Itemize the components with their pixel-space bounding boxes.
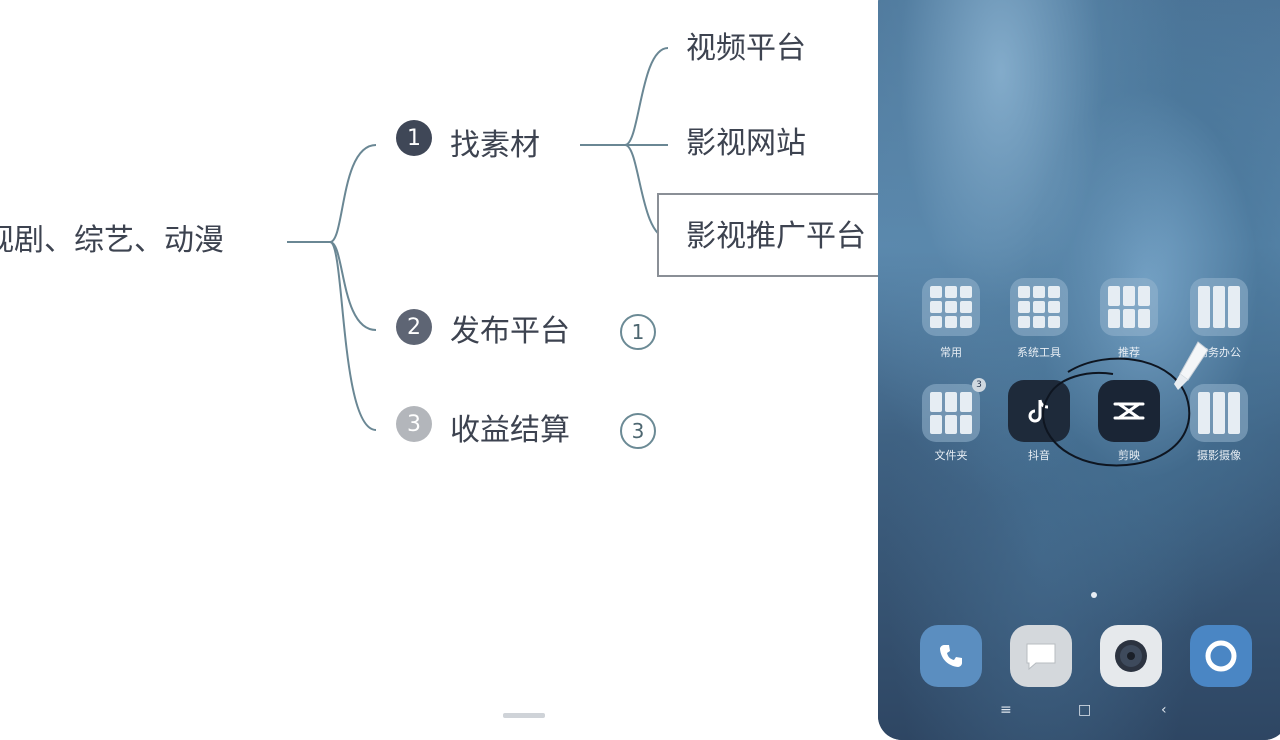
folder-photo-video-label: 摄影摄像 — [1197, 449, 1241, 462]
folder-files[interactable] — [922, 384, 980, 442]
branch-3-count-badge[interactable]: 3 — [620, 413, 656, 449]
tiktok-icon — [1028, 399, 1049, 423]
branch-1-badge: 1 — [396, 120, 432, 156]
branch-2-count: 1 — [631, 320, 645, 344]
folder-common-label: 常用 — [940, 346, 962, 359]
sub-item-promo-platform[interactable]: 影视推广平台 — [686, 219, 866, 254]
sub-item-video-platform[interactable]: 视频平台 — [686, 31, 806, 66]
folder-business-label: 商务办公 — [1197, 346, 1241, 359]
page-indicator-dot — [1091, 592, 1097, 598]
folder-system-tools[interactable] — [1010, 278, 1068, 336]
root-node[interactable]: 视剧、综艺、动漫 — [0, 223, 224, 258]
branch-3-badge: 3 — [396, 406, 432, 442]
brush-cursor-icon — [1174, 341, 1209, 390]
nav-home-button[interactable]: □ — [1078, 702, 1092, 718]
browser-icon — [1205, 640, 1237, 672]
folder-recommend-label: 推荐 — [1118, 346, 1140, 359]
capcut-icon — [1113, 402, 1145, 420]
capcut-app[interactable] — [1098, 380, 1160, 442]
nav-menu-button[interactable]: ≡ — [1000, 702, 1012, 718]
branch-3-number: 3 — [407, 411, 421, 437]
branch-2-count-badge[interactable]: 1 — [620, 314, 656, 350]
branch-3-label[interactable]: 收益结算 — [450, 413, 570, 448]
dock-messages[interactable] — [1010, 625, 1072, 687]
folder-photo-video[interactable] — [1190, 384, 1248, 442]
phone-screen: 常用 系统工具 推荐 商务办公 3 文件夹 抖音 剪映 摄影摄像 — [878, 0, 1280, 740]
selected-node-frame[interactable] — [657, 193, 917, 277]
tiktok-label: 抖音 — [1028, 449, 1050, 462]
capcut-label: 剪映 — [1118, 449, 1140, 462]
annotation-circle — [1042, 357, 1191, 467]
folder-recommend[interactable] — [1100, 278, 1158, 336]
phone-wallpaper — [878, 0, 1280, 740]
dock-browser[interactable] — [1190, 625, 1252, 687]
dock-camera[interactable] — [1100, 625, 1162, 687]
folder-files-badge: 3 — [972, 378, 986, 392]
sub-item-film-site[interactable]: 影视网站 — [686, 126, 806, 161]
folder-business[interactable] — [1190, 278, 1248, 336]
folder-files-label: 文件夹 — [934, 449, 968, 462]
mindmap-connectors — [287, 47, 669, 431]
folder-system-tools-label: 系统工具 — [1017, 346, 1061, 359]
branch-1-label[interactable]: 找素材 — [450, 128, 540, 163]
folder-files-badge-count: 3 — [976, 380, 982, 390]
branch-2-number: 2 — [407, 314, 421, 340]
phone-icon — [940, 645, 962, 667]
folder-common[interactable] — [922, 278, 980, 336]
branch-3-count: 3 — [631, 419, 645, 443]
tiktok-app[interactable] — [1008, 380, 1070, 442]
branch-2-label[interactable]: 发布平台 — [450, 314, 570, 349]
messages-icon — [1026, 643, 1056, 671]
camera-icon — [1115, 640, 1147, 672]
nav-back-button[interactable]: ‹ — [1161, 702, 1167, 718]
dock-phone[interactable] — [920, 625, 982, 687]
branch-1-number: 1 — [407, 125, 421, 151]
scroll-indicator[interactable] — [503, 713, 545, 718]
branch-2-badge: 2 — [396, 309, 432, 345]
